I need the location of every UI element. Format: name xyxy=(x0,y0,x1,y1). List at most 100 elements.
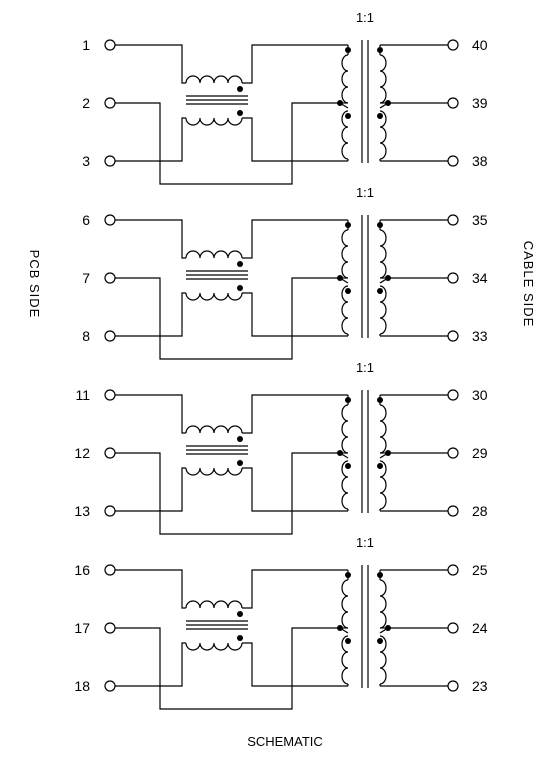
wire xyxy=(115,117,186,162)
transformer-winding xyxy=(341,54,349,104)
choke-winding-bottom xyxy=(185,642,243,651)
cable-pin-label: 29 xyxy=(472,445,488,461)
wire xyxy=(242,467,348,512)
pcb-pin-label: 6 xyxy=(82,212,90,228)
pcb-pin-label: 3 xyxy=(82,153,90,169)
polarity-dot xyxy=(237,635,243,641)
choke-winding-top xyxy=(185,425,243,434)
polarity-dot xyxy=(377,222,383,228)
transformer-winding xyxy=(341,404,349,454)
pcb-pin-terminal xyxy=(104,389,116,401)
junction-dot xyxy=(337,275,343,281)
wire xyxy=(115,292,186,337)
pcb-side-label: PCB SIDE xyxy=(27,250,42,319)
pcb-pin-label: 16 xyxy=(74,562,90,578)
polarity-dot xyxy=(345,397,351,403)
pcb-pin-terminal xyxy=(104,214,116,226)
cable-side-label: CABLE SIDE xyxy=(521,241,536,328)
cable-pin-label: 24 xyxy=(472,620,488,636)
polarity-dot xyxy=(237,86,243,92)
cable-pin-label: 28 xyxy=(472,503,488,519)
wire xyxy=(115,277,340,360)
transformer-winding xyxy=(379,460,387,510)
polarity-dot xyxy=(237,261,243,267)
polarity-dot xyxy=(345,47,351,53)
polarity-dot xyxy=(377,397,383,403)
polarity-dot xyxy=(345,463,351,469)
turns-ratio-label: 1:1 xyxy=(356,10,374,25)
pcb-pin-label: 1 xyxy=(82,37,90,53)
transformer-winding xyxy=(379,285,387,335)
choke-winding-bottom xyxy=(185,292,243,301)
polarity-dot xyxy=(377,47,383,53)
wire xyxy=(115,452,340,535)
pcb-pin-terminal xyxy=(104,564,116,576)
transformer-winding xyxy=(379,579,387,629)
polarity-dot xyxy=(377,463,383,469)
wire xyxy=(242,117,348,162)
wire xyxy=(115,394,186,434)
polarity-dot xyxy=(345,222,351,228)
wire xyxy=(242,569,348,609)
polarity-dot xyxy=(377,638,383,644)
pcb-pin-terminal xyxy=(104,447,116,459)
cable-pin-label: 33 xyxy=(472,328,488,344)
polarity-dot xyxy=(237,285,243,291)
cable-pin-label: 34 xyxy=(472,270,488,286)
transformer-winding xyxy=(341,229,349,279)
cable-pin-terminal xyxy=(447,97,459,109)
polarity-dot xyxy=(345,288,351,294)
choke-winding-bottom xyxy=(185,117,243,126)
transformer-winding xyxy=(379,54,387,104)
wire xyxy=(115,569,186,609)
polarity-dot xyxy=(345,638,351,644)
polarity-dot xyxy=(237,460,243,466)
wire xyxy=(115,642,186,687)
cable-pin-terminal xyxy=(447,680,459,692)
cable-pin-terminal xyxy=(447,505,459,517)
choke-winding-bottom xyxy=(185,467,243,476)
pcb-pin-label: 7 xyxy=(82,270,90,286)
pcb-pin-terminal xyxy=(104,97,116,109)
polarity-dot xyxy=(237,110,243,116)
wire xyxy=(115,627,340,710)
cable-pin-label: 39 xyxy=(472,95,488,111)
pcb-pin-label: 8 xyxy=(82,328,90,344)
polarity-dot xyxy=(237,436,243,442)
cable-pin-terminal xyxy=(447,155,459,167)
cable-pin-label: 23 xyxy=(472,678,488,694)
pcb-pin-terminal xyxy=(104,680,116,692)
polarity-dot xyxy=(377,572,383,578)
cable-pin-label: 38 xyxy=(472,153,488,169)
choke-winding-top xyxy=(185,250,243,259)
transformer-winding xyxy=(341,579,349,629)
cable-pin-label: 35 xyxy=(472,212,488,228)
wire xyxy=(242,394,348,434)
turns-ratio-label: 1:1 xyxy=(356,360,374,375)
pcb-pin-terminal xyxy=(104,505,116,517)
transformer-winding xyxy=(341,110,349,160)
choke-winding-top xyxy=(185,600,243,609)
pcb-pin-label: 13 xyxy=(74,503,90,519)
wire xyxy=(115,467,186,512)
polarity-dot xyxy=(377,288,383,294)
pcb-pin-terminal xyxy=(104,155,116,167)
cable-pin-label: 40 xyxy=(472,37,488,53)
transformer-winding xyxy=(379,635,387,685)
polarity-dot xyxy=(345,572,351,578)
polarity-dot xyxy=(237,611,243,617)
cable-pin-terminal xyxy=(447,447,459,459)
cable-pin-label: 25 xyxy=(472,562,488,578)
cable-pin-label: 30 xyxy=(472,387,488,403)
cable-pin-terminal xyxy=(447,330,459,342)
cable-pin-terminal xyxy=(447,622,459,634)
transformer-winding xyxy=(379,110,387,160)
pcb-pin-label: 11 xyxy=(75,387,90,403)
schematic-caption: SCHEMATIC xyxy=(247,734,323,749)
junction-dot xyxy=(337,625,343,631)
